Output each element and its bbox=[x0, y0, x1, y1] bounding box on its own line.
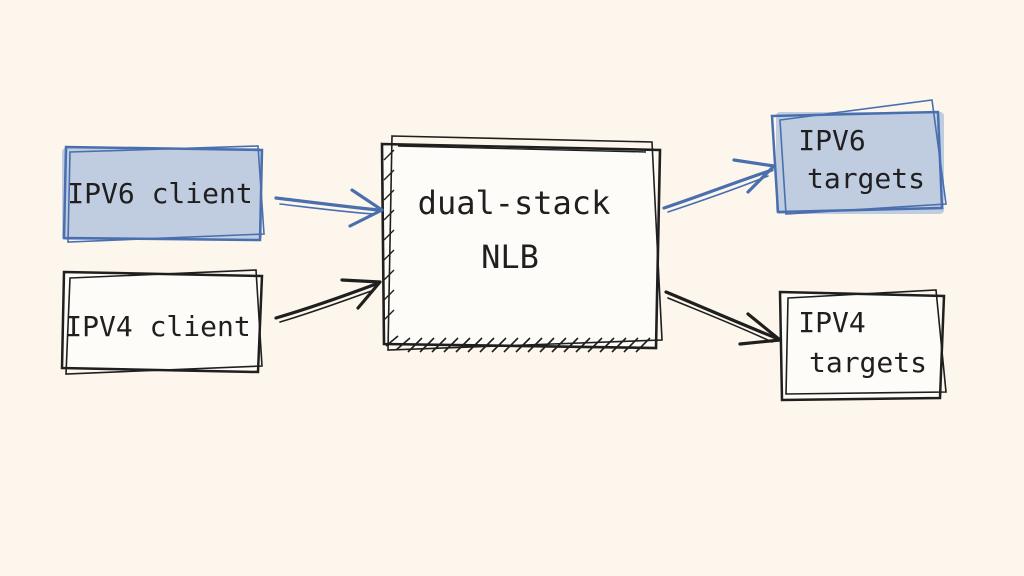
nlb-top-sketch bbox=[397, 145, 647, 153]
ipv4-client-border bbox=[60, 270, 264, 374]
ipv4-targets-label-line2: targets bbox=[809, 346, 927, 379]
arrow-ipv4-client-to-nlb bbox=[274, 278, 382, 323]
ipv4-targets-border bbox=[778, 290, 946, 402]
ipv4-client-border-sketch bbox=[65, 269, 263, 375]
ipv6-targets-fill bbox=[776, 112, 944, 214]
arrow-nlb-to-ipv6-targets bbox=[662, 158, 776, 213]
ipv4-client-label: IPV4 client bbox=[65, 310, 250, 343]
arrow-ipv6-client-to-nlb bbox=[274, 188, 384, 228]
ipv6-targets-label-line2: targets bbox=[807, 162, 925, 195]
ipv6-client-border-sketch bbox=[67, 145, 265, 243]
ipv6-client-border bbox=[62, 145, 264, 242]
nlb-label-line1: dual-stack bbox=[418, 184, 611, 222]
ipv6-client-node: IPV6 client bbox=[62, 145, 265, 243]
ipv6-targets-border bbox=[770, 110, 944, 214]
ipv4-client-fill bbox=[64, 274, 260, 370]
nlb-border bbox=[380, 142, 662, 350]
ipv6-targets-node: IPV6 targets bbox=[770, 99, 947, 215]
nlb-label-line2: NLB bbox=[481, 238, 539, 276]
ipv4-targets-border-sketch bbox=[785, 289, 947, 395]
ipv6-targets-label-line1: IPV6 bbox=[798, 124, 865, 157]
ipv4-client-node: IPV4 client bbox=[60, 269, 264, 375]
nlb-fill bbox=[384, 148, 656, 346]
ipv6-client-fill bbox=[62, 148, 262, 240]
ipv4-targets-fill bbox=[782, 294, 940, 398]
nlb-border-sketch bbox=[387, 135, 663, 351]
ipv6-client-label: IPV6 client bbox=[67, 177, 252, 210]
ipv4-targets-node: IPV4 targets bbox=[778, 289, 947, 402]
nlb-node: dual-stack NLB bbox=[380, 135, 663, 353]
ipv6-targets-border-sketch bbox=[779, 99, 947, 215]
arrow-nlb-to-ipv4-targets bbox=[664, 290, 782, 346]
ipv4-targets-label-line1: IPV4 bbox=[798, 306, 865, 339]
